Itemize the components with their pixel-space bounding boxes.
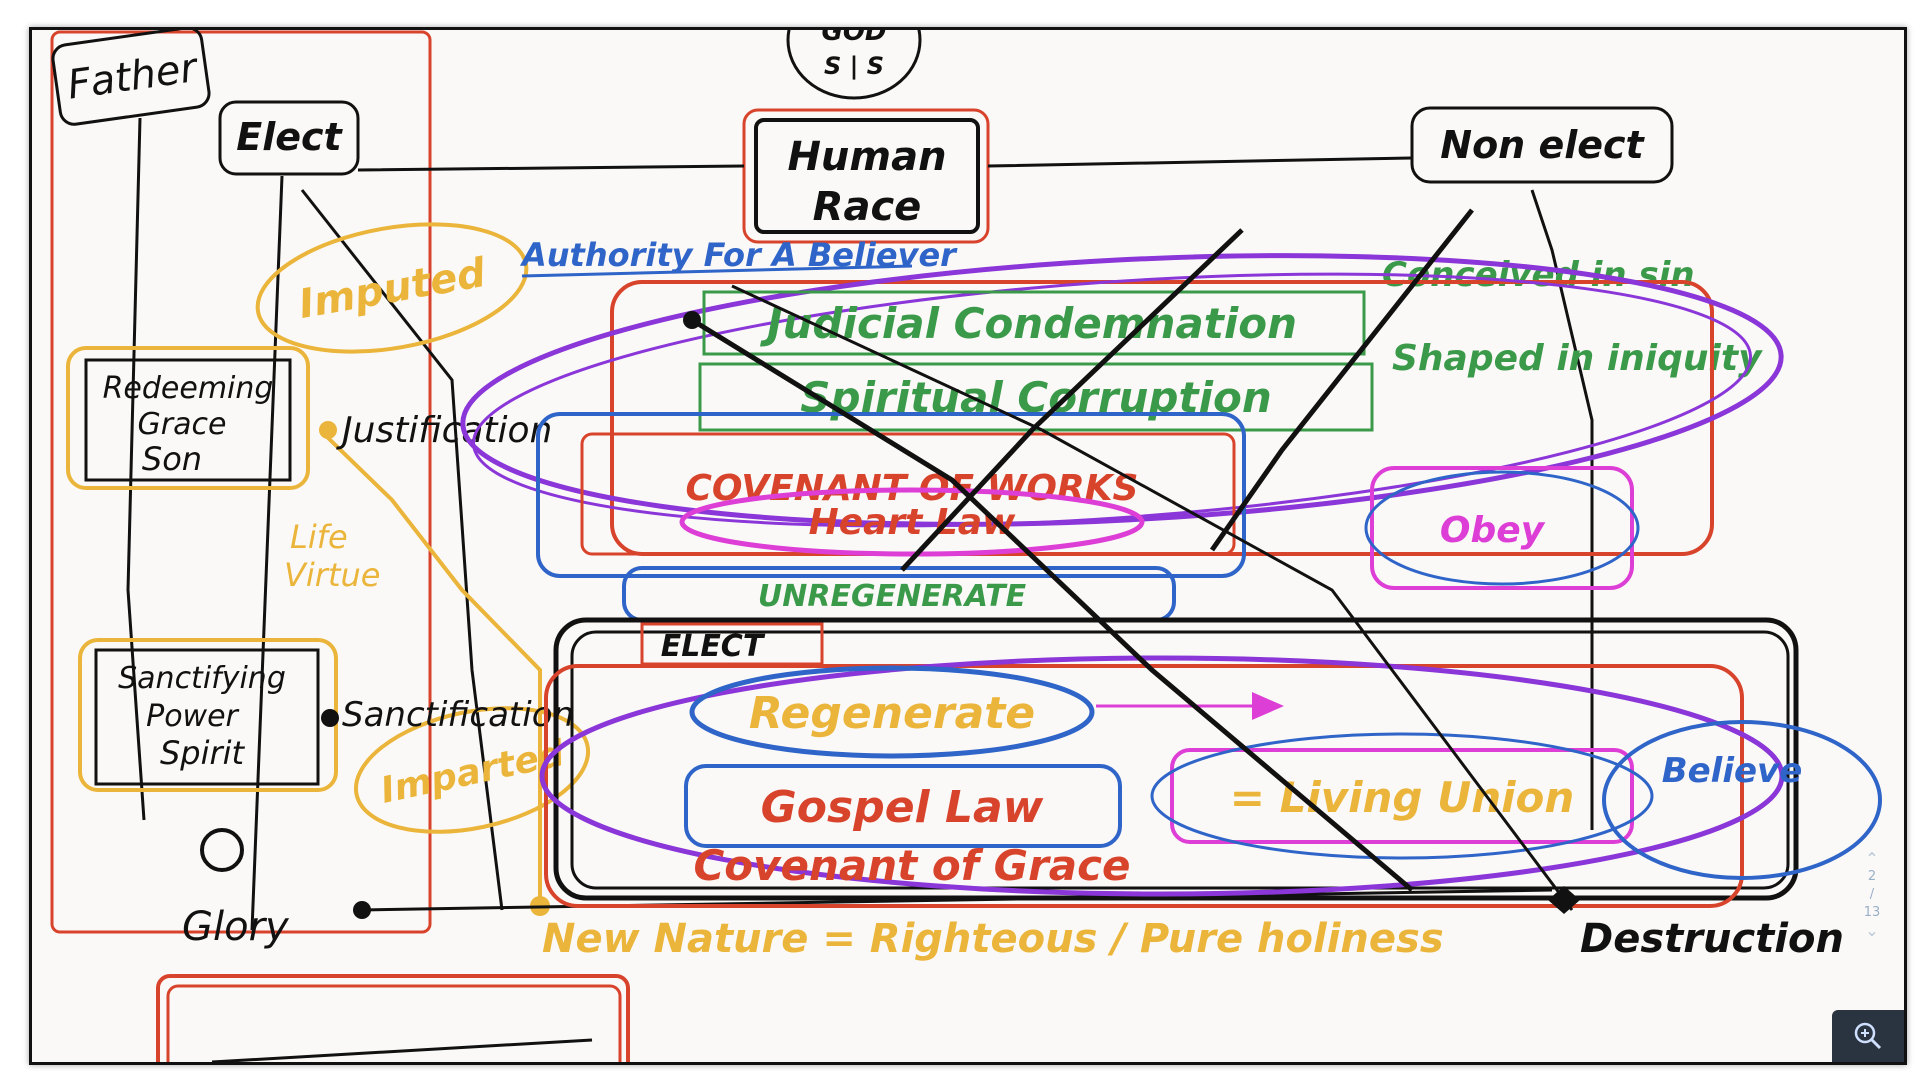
obey-label: Obey <box>1440 510 1546 551</box>
destruction-label: Destruction <box>1580 916 1844 962</box>
living-union-box <box>1170 748 1634 844</box>
nonelect-label: Non elect <box>1440 123 1645 167</box>
redeeming-label-3: Son <box>142 440 202 478</box>
zoom-in-icon <box>1854 1022 1882 1050</box>
spiritual-corruption-box <box>698 362 1374 432</box>
trinity-label: S | S <box>824 52 884 80</box>
life-label: Life <box>290 518 348 556</box>
bottom-ink-line <box>211 1038 593 1062</box>
virtue-label: Virtue <box>284 556 380 594</box>
living-union-oval <box>1150 732 1654 860</box>
imparted-oval <box>353 706 591 834</box>
sanctifying-label-3: Spirit <box>160 734 246 772</box>
authority-underline <box>521 264 913 278</box>
elect-to-glory-line <box>300 189 504 911</box>
diagram-canvas: GOD S | S Father Elect Human Race Non el… <box>50 30 1882 1062</box>
human-race-label-1: Human <box>787 134 946 180</box>
sanctifying-box <box>94 648 320 786</box>
elect-box <box>218 100 360 176</box>
obey-blue-oval <box>1364 470 1640 586</box>
redeeming-box <box>84 358 292 482</box>
cross-line-1 <box>690 317 1414 892</box>
sanctification-label: Sanctification <box>342 695 574 735</box>
heart-law-oval <box>679 487 1145 557</box>
redeeming-gold-frame <box>66 346 310 490</box>
human-race-label-2: Race <box>813 184 922 230</box>
covenant-grace-label: Covenant of Grace <box>693 841 1130 890</box>
glory-circle <box>200 828 244 872</box>
gold-connector-line <box>320 430 542 910</box>
sanctification-node <box>321 709 339 727</box>
human-race-box <box>754 118 980 234</box>
regenerate-oval <box>689 665 1095 759</box>
human-race-outer-box <box>742 108 990 244</box>
regenerate-label: Regenerate <box>749 688 1035 739</box>
believe-label: Believe <box>1662 751 1803 791</box>
judicial-box <box>702 290 1366 356</box>
believe-oval <box>1602 720 1882 880</box>
top-connector-line <box>357 156 1413 172</box>
pager-down-icon[interactable]: ⌄ <box>1865 921 1879 940</box>
cross-line-3 <box>1209 208 1474 552</box>
new-nature-label: New Nature = Righteous / Pure holiness <box>542 916 1444 962</box>
sanctifying-label-2: Power <box>146 699 239 734</box>
sanctifying-label-1: Sanctifying <box>118 661 286 696</box>
regenerate-arrowhead <box>1252 692 1284 720</box>
pager-divider: / <box>1869 887 1875 902</box>
shaped-label: Shaped in iniquity <box>1392 338 1763 379</box>
imputed-oval <box>255 222 529 354</box>
glory-label: Glory <box>182 904 290 950</box>
gold-node-justification <box>319 421 337 439</box>
god-circle <box>786 30 922 100</box>
unregenerate-label: UNREGENERATE <box>758 579 1027 614</box>
nonelect-box <box>1410 106 1674 184</box>
pager-up-icon[interactable]: ⌃ <box>1865 849 1879 868</box>
elect-label: Elect <box>236 115 343 159</box>
redeeming-label-1: Redeeming <box>103 371 274 406</box>
upper-purple-oval-2 <box>472 272 1752 528</box>
cross-line-2 <box>900 228 1244 572</box>
destruction-node <box>1548 886 1580 914</box>
judicial-label: Judicial Condemnation <box>760 299 1297 348</box>
father-box <box>51 30 211 126</box>
obey-magenta-frame <box>1370 466 1634 590</box>
father-label: Father <box>65 45 202 109</box>
elect-inner-box <box>640 622 824 666</box>
bottom-red-box <box>156 974 630 1062</box>
zoom-button[interactable] <box>1832 1010 1904 1062</box>
pager-total: 13 <box>1863 905 1881 920</box>
lower-black-frame-2 <box>570 630 1790 890</box>
cross-line-4 <box>731 284 1574 911</box>
gospel-law-label: Gospel Law <box>761 782 1044 833</box>
slide-pager: ⌃ 2 / 13 ⌄ <box>1858 850 1886 990</box>
justification-label: Justification <box>336 410 552 451</box>
elect-inner-label: ELECT <box>661 629 766 664</box>
father-column-frame <box>50 30 432 934</box>
cross-node <box>683 311 701 329</box>
lower-black-frame <box>553 617 1799 901</box>
pager-current: 2 <box>1867 869 1877 884</box>
left-vertical-lines <box>126 117 284 931</box>
redeeming-label-2: Grace <box>138 407 227 442</box>
lower-purple-oval <box>539 655 1785 897</box>
authority-label: Authority For A Believer <box>519 236 958 274</box>
nonelect-descent-line <box>1530 189 1594 830</box>
god-label: GOD <box>821 30 886 47</box>
bottom-red-box-inner <box>166 984 622 1062</box>
upper-purple-oval <box>460 253 1784 527</box>
gospel-law-box <box>684 764 1122 848</box>
imputed-label: Imputed <box>295 250 489 328</box>
whiteboard-slide: GOD S | S Father Elect Human Race Non el… <box>29 27 1907 1065</box>
covenant-works-blue-frame <box>536 412 1246 578</box>
